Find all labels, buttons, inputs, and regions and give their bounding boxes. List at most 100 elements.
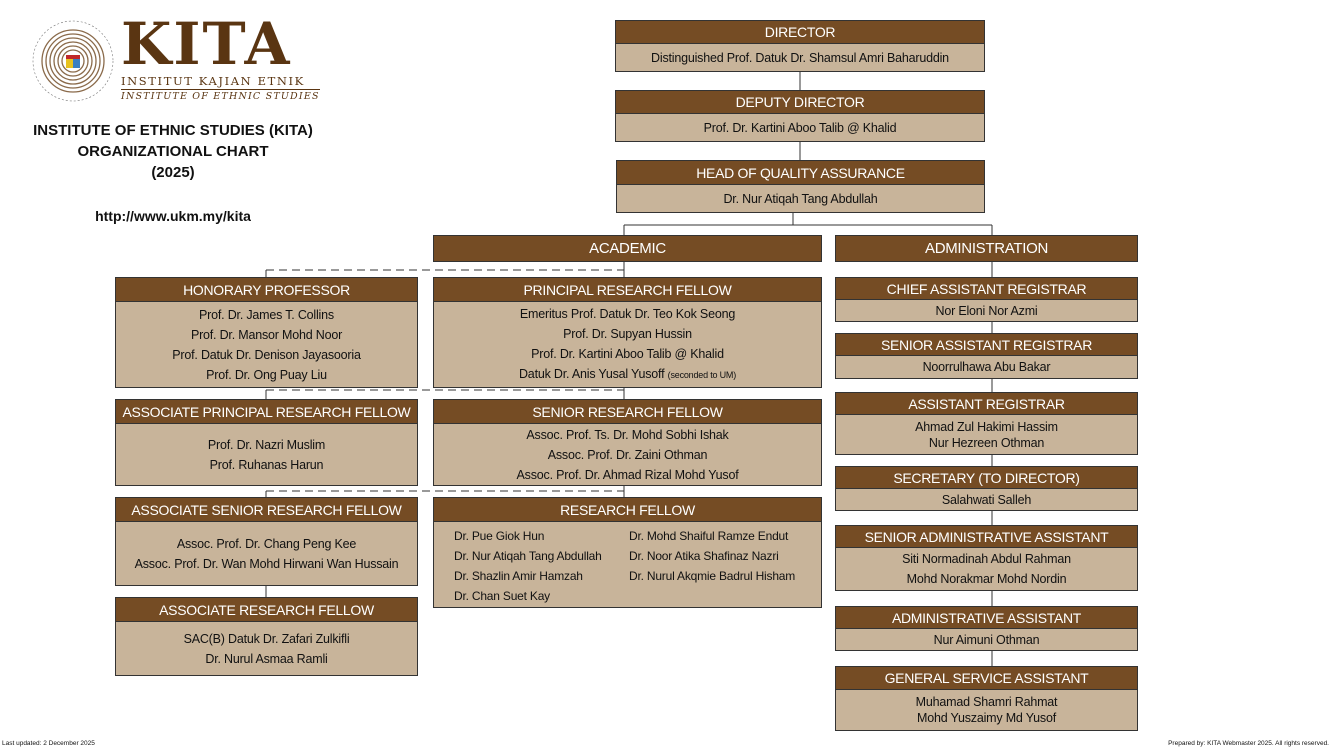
member-name: Prof. Dr. Kartini Aboo Talib @ Khalid	[704, 118, 897, 138]
member-name: Assoc. Prof. Dr. Chang Peng Kee	[177, 534, 357, 554]
last-updated: Last updated: 2 December 2025	[2, 740, 95, 747]
member-name-text: Dr. Noor Atika Shafinaz Nazri	[629, 549, 779, 563]
deputy-director-header: DEPUTY DIRECTOR	[616, 91, 984, 114]
member-line: Prof. Datuk Dr. Denison Jayasooria	[172, 345, 361, 365]
member-line: Dr. Pue Giok Hun	[454, 526, 544, 546]
chart-title-line3: (2025)	[151, 164, 195, 181]
member-name: Mohd Norakmar Mohd Nordin	[907, 569, 1067, 589]
member-line: Prof. Dr. Ong Puay Liu	[206, 365, 327, 385]
member-name: Assoc. Prof. Ts. Dr. Mohd Sobhi Ishak	[526, 425, 728, 445]
member-name: Prof. Dr. James T. Collins	[199, 305, 334, 325]
administration-box: ADMINISTRATION	[835, 235, 1138, 262]
chart-title-line1: INSTITUTE OF ETHNIC STUDIES (KITA)	[33, 122, 313, 139]
kita-seal-icon	[32, 20, 114, 102]
senior-assistant-registrar-header: SENIOR ASSISTANT REGISTRAR	[836, 334, 1137, 356]
assistant-registrar-title: ASSISTANT REGISTRAR	[908, 395, 1065, 412]
member-line: Mohd Yuszaimy Md Yusof	[917, 710, 1056, 726]
director-members: Distinguished Prof. Datuk Dr. Shamsul Am…	[616, 44, 984, 71]
member-name-text: Mohd Norakmar Mohd Nordin	[906, 572, 1067, 586]
research-fellow-header: RESEARCH FELLOW	[434, 498, 821, 522]
member-line: Siti Normadinah Abdul Rahman	[902, 549, 1071, 569]
research-fellow-members: Dr. Pue Giok Hun Dr. Mohd Shaiful Ramze E…	[434, 522, 821, 607]
member-name-text: Prof. Dr. Kartini Aboo Talib @ Khalid	[531, 347, 724, 361]
administrative-assistant-members: Nur Aimuni Othman	[836, 629, 1137, 650]
senior-research-fellow-box: SENIOR RESEARCH FELLOW Assoc. Prof. Ts. D…	[433, 399, 822, 486]
member-line: Distinguished Prof. Datuk Dr. Shamsul Am…	[651, 48, 949, 68]
member-name: Muhamad Shamri Rahmat	[916, 694, 1058, 710]
head-quality-assurance-members: Dr. Nur Atiqah Tang Abdullah	[617, 185, 984, 212]
senior-research-fellow-header: SENIOR RESEARCH FELLOW	[434, 400, 821, 424]
chief-assistant-registrar-header: CHIEF ASSISTANT REGISTRAR	[836, 278, 1137, 300]
senior-administrative-assistant-title: SENIOR ADMINISTRATIVE ASSISTANT	[864, 528, 1109, 545]
member-line: Nur Aimuni Othman	[934, 630, 1040, 650]
member-name: SAC(B) Datuk Dr. Zafari Zulkifli	[184, 629, 350, 649]
member-name-text: Dr. Chan Suet Kay	[454, 589, 550, 603]
member-name: Noorrulhawa Abu Bakar	[923, 357, 1051, 377]
member-name: Dr. Mohd Shaiful Ramze Endut	[629, 526, 819, 546]
member-name-text: Muhamad Shamri Rahmat	[915, 695, 1058, 709]
member-name-text: Emeritus Prof. Datuk Dr. Teo Kok Seong	[519, 307, 736, 321]
member-name: Prof. Dr. Supyan Hussin	[563, 324, 692, 344]
member-line: Prof. Dr. Nazri Muslim	[208, 435, 325, 455]
member-name-text: SAC(B) Datuk Dr. Zafari Zulkifli	[183, 631, 350, 646]
member-name: Mohd Yuszaimy Md Yusof	[917, 710, 1056, 726]
principal-research-fellow-header: PRINCIPAL RESEARCH FELLOW	[434, 278, 821, 302]
member-name-text: Assoc. Prof. Dr. Ahmad Rizal Mohd Yusof	[516, 467, 739, 482]
member-name: Assoc. Prof. Dr. Zaini Othman	[548, 445, 708, 465]
member-name-text: Dr. Nur Atiqah Tang Abdullah	[454, 549, 602, 563]
member-name-text: Dr. Mohd Shaiful Ramze Endut	[629, 529, 789, 543]
member-line: Nur Hezreen Othman	[929, 435, 1044, 451]
member-line: Dr. Nur Atiqah Tang Abdullah	[454, 546, 602, 566]
member-name: Dr. Nur Atiqah Tang Abdullah	[454, 546, 629, 566]
member-name: Prof. Dr. Mansor Mohd Noor	[191, 325, 342, 345]
senior-research-fellow-title: SENIOR RESEARCH FELLOW	[532, 403, 723, 420]
administration-title: ADMINISTRATION	[924, 240, 1049, 257]
senior-assistant-registrar-title: SENIOR ASSISTANT REGISTRAR	[880, 336, 1093, 353]
member-name-text: Dr. Shazlin Amir Hamzah	[454, 569, 583, 583]
member-name: Dr. Nur Atiqah Tang Abdullah	[723, 189, 877, 209]
member-name-text: Prof. Dr. Mansor Mohd Noor	[190, 327, 343, 342]
academic-header: ACADEMIC	[434, 236, 821, 261]
member-name: Distinguished Prof. Datuk Dr. Shamsul Am…	[651, 48, 949, 68]
member-name-text: Salahwati Salleh	[941, 492, 1032, 507]
academic-box: ACADEMIC	[433, 235, 822, 262]
member-line: Assoc. Prof. Ts. Dr. Mohd Sobhi Ishak	[526, 425, 728, 445]
member-name-text: Prof. Dr. Kartini Aboo Talib @ Khalid	[703, 120, 897, 135]
website-link[interactable]: http://www.ukm.my/kita	[95, 208, 251, 224]
member-name-text: Prof. Dr. Supyan Hussin	[563, 327, 692, 341]
member-line: Prof. Dr. Kartini Aboo Talib @ Khalid	[531, 344, 724, 364]
associate-research-fellow-box: ASSOCIATE RESEARCH FELLOW SAC(B) Datuk Dr…	[115, 597, 418, 676]
secretary-header: SECRETARY (TO DIRECTOR)	[836, 467, 1137, 489]
member-line: Assoc. Prof. Dr. Zaini Othman	[548, 445, 708, 465]
member-name-text: Datuk Dr. Anis Yusal Yusoff	[518, 367, 665, 381]
member-line: Salahwati Salleh	[942, 490, 1031, 510]
honorary-professor-title: HONORARY PROFESSOR	[183, 281, 350, 298]
member-name: Dr. Shazlin Amir Hamzah	[454, 566, 629, 586]
member-line: Dr. Nur Atiqah Tang Abdullah	[723, 189, 877, 209]
deputy-director-members: Prof. Dr. Kartini Aboo Talib @ Khalid	[616, 114, 984, 141]
member-name-text: Dr. Nur Atiqah Tang Abdullah	[723, 191, 878, 206]
member-line: Datuk Dr. Anis Yusal Yusoff (seconded to…	[519, 364, 736, 385]
member-line: Dr. Shazlin Amir Hamzah	[454, 566, 583, 586]
logo-line2: INSTITUTE OF ETHNIC STUDIES	[121, 91, 320, 102]
secretary-box: SECRETARY (TO DIRECTOR) Salahwati Salleh	[835, 466, 1138, 511]
associate-research-fellow-title: ASSOCIATE RESEARCH FELLOW	[159, 601, 374, 618]
member-line: Dr. Chan Suet Kay	[454, 586, 550, 606]
member-line: Nor Eloni Nor Azmi	[936, 301, 1038, 321]
secretary-members: Salahwati Salleh	[836, 489, 1137, 510]
member-line: Emeritus Prof. Datuk Dr. Teo Kok Seong	[520, 304, 735, 324]
member-name-text: Prof. Dr. James T. Collins	[199, 307, 334, 322]
honorary-professor-box: HONORARY PROFESSOR Prof. Dr. James T. Col…	[115, 277, 418, 388]
associate-principal-research-fellow-header: ASSOCIATE PRINCIPAL RESEARCH FELLOW	[116, 400, 417, 424]
member-name-text: Assoc. Prof. Dr. Wan Mohd Hirwani Wan Hu…	[134, 556, 399, 571]
chart-title-line2: ORGANIZATIONAL CHART	[77, 143, 269, 160]
member-name: Nur Aimuni Othman	[934, 630, 1040, 650]
